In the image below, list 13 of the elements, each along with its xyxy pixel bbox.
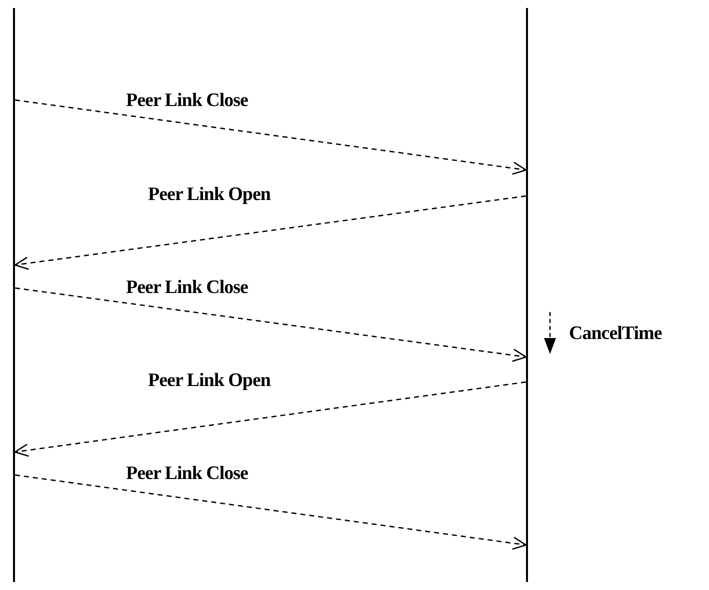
edge-label: Peer Link Close bbox=[126, 463, 248, 485]
message-arrow bbox=[14, 287, 527, 362]
edge-label: Peer Link Close bbox=[126, 90, 248, 112]
edge-label: Peer Link Open bbox=[148, 370, 270, 392]
message-arrow bbox=[14, 381, 526, 457]
lifeline bbox=[13, 8, 15, 582]
lifeline bbox=[526, 8, 528, 582]
message-arrow bbox=[14, 195, 526, 270]
message-arrow bbox=[14, 474, 527, 550]
message-arrow bbox=[14, 99, 527, 175]
edge-label: Peer Link Open bbox=[148, 184, 270, 206]
edge-label: Peer Link Close bbox=[126, 277, 248, 299]
timer-label: CancelTime bbox=[569, 323, 662, 345]
